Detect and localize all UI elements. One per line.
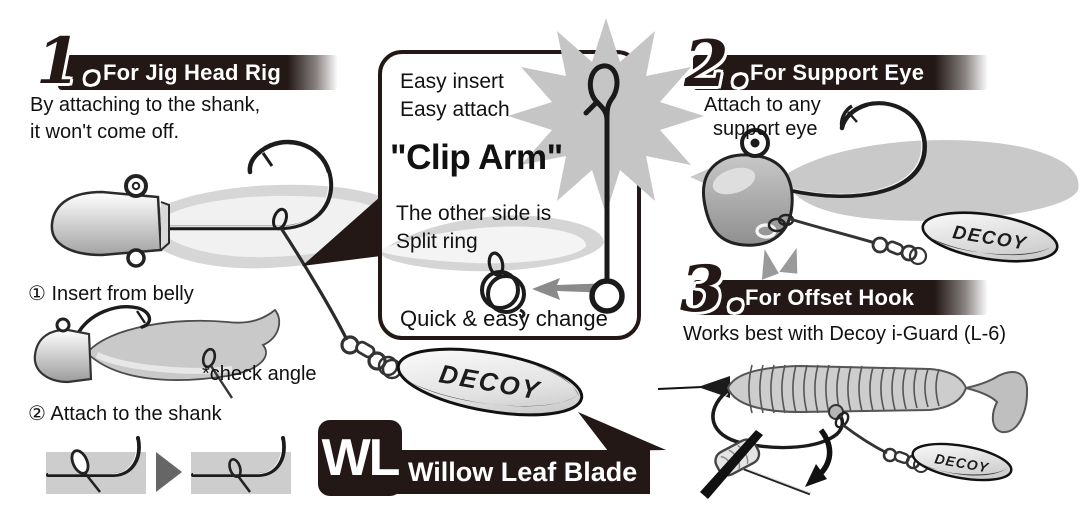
hook-open-clip <box>46 436 141 493</box>
section2-desc-line2: support eye <box>713 118 818 140</box>
worm-body <box>726 364 968 414</box>
clip-arm-wire <box>583 63 625 314</box>
line-eye <box>740 128 770 158</box>
wl-code-badge: WL <box>318 420 402 496</box>
hook-closed-clip <box>191 436 286 493</box>
offset-hook-illustration: DECOY <box>657 364 1029 499</box>
clip-arm <box>834 411 850 429</box>
change-arrow-icon <box>532 278 612 300</box>
blade-wire <box>842 423 888 455</box>
check-angle-note: *check angle <box>202 363 317 385</box>
callout-ghost-tail <box>382 215 604 272</box>
swimbait-body <box>85 308 281 381</box>
nose-cone <box>698 376 730 398</box>
insert-from-belly-illustration <box>33 305 281 399</box>
section2-title: For Support Eye <box>750 59 925 85</box>
blade-wire <box>789 217 876 245</box>
section3-title: For Offset Hook <box>745 284 915 310</box>
swivel <box>340 335 403 380</box>
clip-arm-on-shank <box>272 207 288 231</box>
line-eye <box>124 174 148 198</box>
blade-wire <box>279 227 349 341</box>
hook <box>75 305 152 337</box>
jig-head <box>50 190 170 257</box>
section1-number: 1. <box>36 24 103 99</box>
step1-label: ① Insert from belly <box>28 283 194 305</box>
section3-header-bar: For Offset Hook <box>693 280 988 315</box>
willow-leaf-blade-banner: Willow Leaf Blade <box>396 450 650 494</box>
attach-to-shank-illustration <box>46 436 291 494</box>
section1-desc-line2: it won't come off. <box>30 121 180 143</box>
step2-label: ② Attach to the shank <box>28 403 222 425</box>
willow-blade-large: DECOY <box>396 347 584 417</box>
hook <box>787 101 927 198</box>
leader-line <box>657 386 703 390</box>
weed-guard-spike <box>700 430 763 499</box>
section3-description: Works best with Decoy i-Guard (L-6) <box>683 323 1007 345</box>
section1-desc-line1: By attaching to the shank, <box>30 94 261 116</box>
attach-arrow-left <box>761 249 779 280</box>
rotate-arrow <box>805 428 833 487</box>
clip-arm-callout: Easy insert Easy attach "Clip Arm" The o… <box>378 18 704 340</box>
split-ring-icon <box>480 251 526 320</box>
willow-blade-small: DECOY <box>921 211 1059 263</box>
worm-ribs <box>748 364 940 414</box>
line-eye <box>55 317 71 333</box>
attach-arrow-right <box>779 247 798 274</box>
section2-description: Attach to any support eye <box>704 93 821 141</box>
step-arrow <box>156 452 182 492</box>
swivel <box>871 236 928 266</box>
support-eye-illustration: DECOY <box>690 101 1079 280</box>
belly-eye <box>126 248 146 268</box>
banner-name: Willow Leaf Blade <box>408 456 638 487</box>
clip-arm <box>201 347 217 369</box>
section2-desc-line1: Attach to any <box>704 94 821 116</box>
willow-blade-small: DECOY <box>911 442 1013 482</box>
section2-number: 2. <box>684 27 751 102</box>
section3-number: 3. <box>680 252 747 327</box>
section1-title: For Jig Head Rig <box>103 59 281 85</box>
clip-arm-on-support-eye <box>755 213 795 239</box>
clip-arm-headline: "Clip Arm" <box>390 138 563 177</box>
blade-wire <box>209 365 234 399</box>
section1-header-bar: For Jig Head Rig <box>58 55 338 90</box>
section1-description: By attaching to the shank, it won't come… <box>30 92 260 146</box>
hook-point-wire <box>743 467 811 496</box>
section2-header-bar: For Support Eye <box>693 55 988 90</box>
callout-feature-line2: Easy attach <box>400 98 510 121</box>
clip-knot <box>828 404 844 420</box>
head-highlight <box>712 167 756 195</box>
bait-silhouette <box>785 140 1079 221</box>
callout-other-side-line2: Split ring <box>396 230 478 253</box>
paddle-tail <box>965 371 1029 434</box>
jig-head <box>33 328 93 384</box>
callout-other-side-line1: The other side is <box>396 202 552 225</box>
callout-feature-line1: Easy insert <box>400 70 504 93</box>
wl-code: WL <box>321 429 401 487</box>
